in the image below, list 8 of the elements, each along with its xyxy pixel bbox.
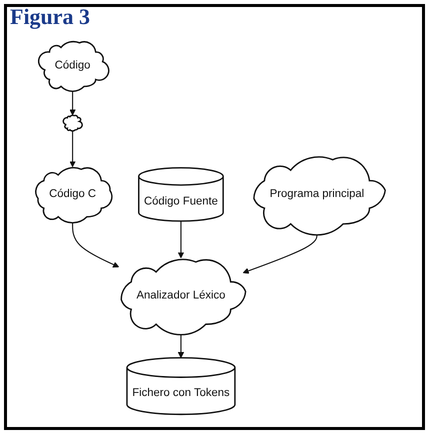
arrow [242,233,318,274]
arrow [178,221,184,258]
node-cloud [62,114,83,132]
arrow [69,90,76,116]
arrow [69,130,76,168]
arrow [72,222,120,268]
arrow [178,333,184,358]
figure-title: Figura 3 [10,4,90,30]
